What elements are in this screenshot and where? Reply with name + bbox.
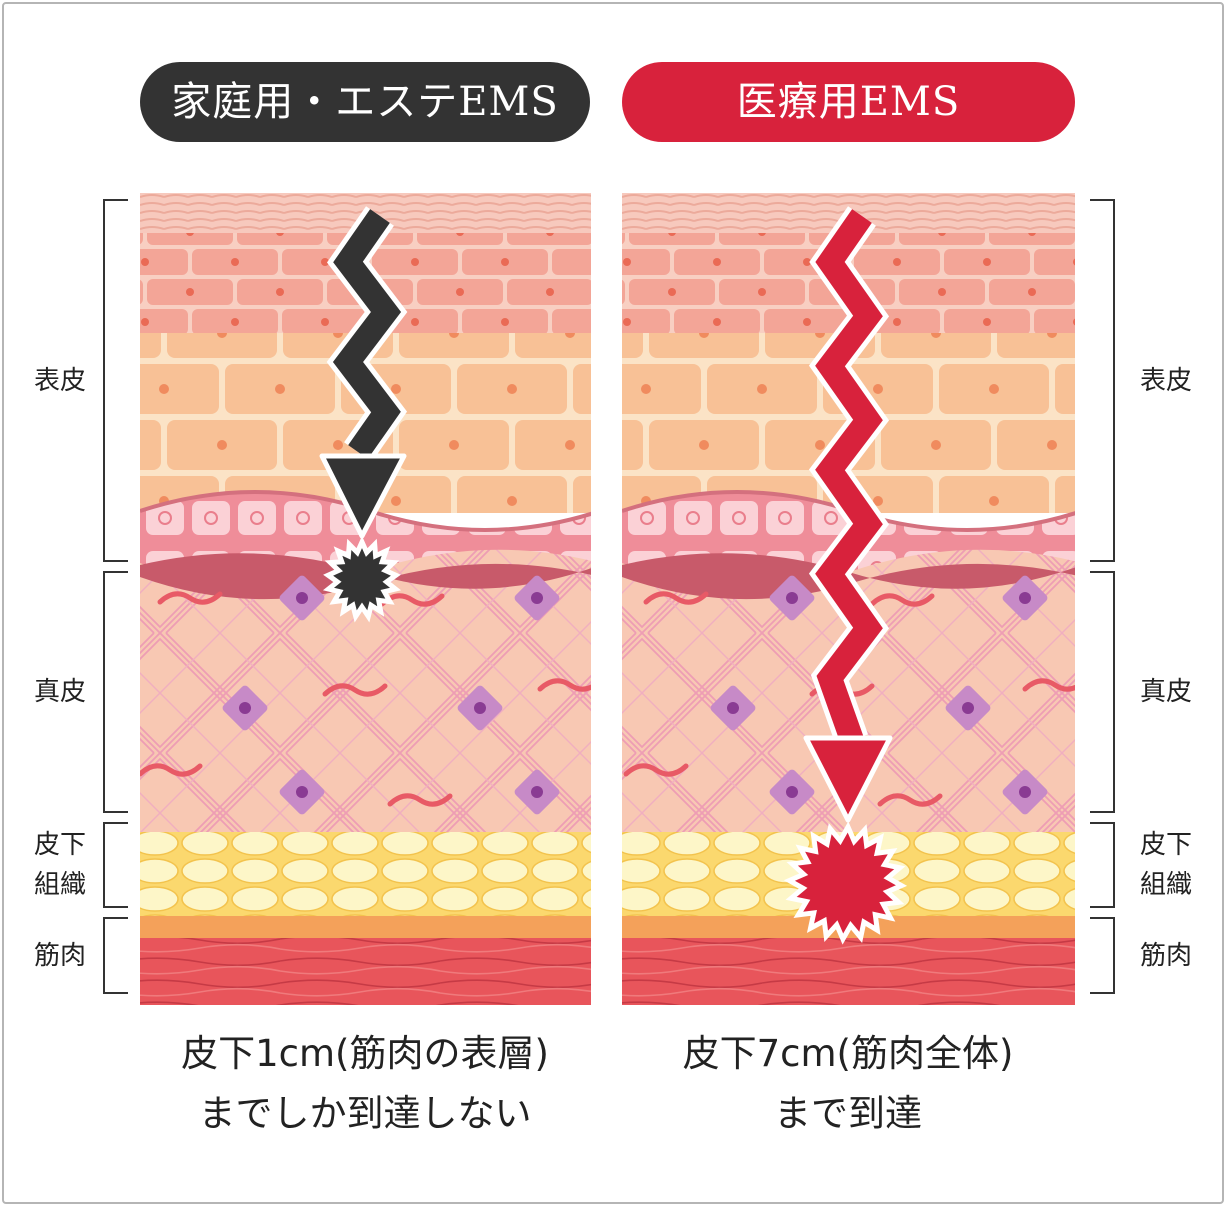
layer-brackets-right bbox=[1090, 199, 1115, 994]
label-dermis-right: 真皮 bbox=[1139, 677, 1192, 707]
caption-medical-line-2: まで到達 bbox=[774, 1092, 922, 1135]
label-subcutaneous-left-2: 組織 bbox=[33, 870, 86, 900]
label-subcutaneous-right-1: 皮下 bbox=[1139, 830, 1192, 860]
arrow-home-ems bbox=[319, 206, 408, 539]
label-epidermis-right: 表皮 bbox=[1139, 366, 1192, 396]
label-subcutaneous-left-1: 皮下 bbox=[33, 830, 86, 860]
caption-medical-line-1: 皮下7cm(筋肉全体) bbox=[682, 1032, 1014, 1075]
caption-home-line-2: までしか到達しない bbox=[198, 1092, 532, 1135]
label-dermis-left: 真皮 bbox=[33, 677, 86, 707]
arrow-medical-ems bbox=[803, 206, 893, 823]
layer-brackets-left bbox=[103, 199, 128, 994]
label-epidermis-left: 表皮 bbox=[33, 366, 86, 396]
header-medical-ems: 医療用EMS bbox=[622, 62, 1075, 142]
caption-medical-ems: 皮下7cm(筋肉全体) まで到達 bbox=[608, 1024, 1088, 1144]
label-muscle-right: 筋肉 bbox=[1139, 941, 1192, 971]
burst-home-ems bbox=[322, 535, 402, 623]
label-muscle-left: 筋肉 bbox=[33, 941, 86, 971]
caption-home-ems: 皮下1cm(筋肉の表層) までしか到達しない bbox=[125, 1024, 605, 1144]
caption-home-line-1: 皮下1cm(筋肉の表層) bbox=[181, 1032, 549, 1075]
header-home-ems: 家庭用・エステEMS bbox=[140, 62, 590, 142]
burst-medical-ems bbox=[783, 821, 908, 945]
label-subcutaneous-right-2: 組織 bbox=[1139, 870, 1192, 900]
